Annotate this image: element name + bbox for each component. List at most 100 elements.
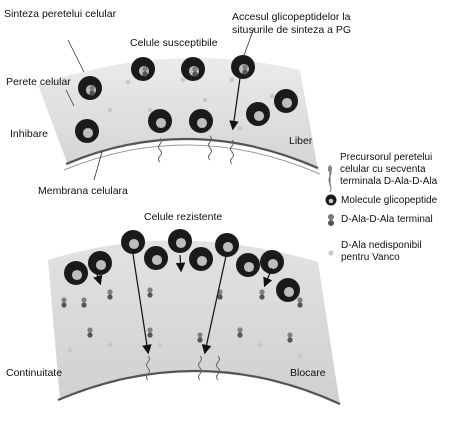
dala-dot <box>107 289 113 295</box>
legend-molecule-icon <box>325 194 337 206</box>
cell-wall-top <box>38 58 318 170</box>
precursor-chain <box>230 139 234 165</box>
molecule-core <box>71 269 83 281</box>
marks-layer <box>61 55 303 381</box>
dala-dot <box>259 294 265 300</box>
molecule-core <box>222 241 234 253</box>
arrow <box>93 267 103 286</box>
dala-dot <box>81 302 87 308</box>
dala-unavailable-dot <box>237 125 243 131</box>
arrow <box>175 254 186 273</box>
dala-unavailable-dot <box>157 342 163 348</box>
arrow <box>201 255 227 355</box>
precursor-chain <box>198 355 202 381</box>
dala-dot <box>87 327 93 333</box>
dala-dot <box>142 66 148 72</box>
dala-dot <box>192 66 198 72</box>
dala-unavailable-dot <box>269 93 275 99</box>
label-celule-rezistente: Celule rezistente <box>144 211 223 223</box>
membrane-bottom <box>57 369 341 406</box>
dala-unavailable-dot <box>147 107 153 113</box>
legend-precursor-3: terminala D-Ala-D-Ala <box>340 176 438 187</box>
dala-dot <box>242 64 248 70</box>
dala-unavailable-dot <box>297 353 303 359</box>
precursor-chain <box>146 355 150 381</box>
dala-dot <box>147 287 153 293</box>
dala-dot <box>237 332 243 338</box>
legend-dala-ned-icon <box>328 250 334 256</box>
membrane-top <box>65 137 319 170</box>
dala-dot <box>81 297 87 303</box>
dala-dot <box>259 289 265 295</box>
dala-dot <box>147 332 153 338</box>
dala-dot <box>242 69 248 75</box>
molecule-core <box>95 259 107 271</box>
label-liber: Liber <box>289 135 313 147</box>
dala-unavailable-dot <box>257 342 263 348</box>
legend-molecule: Molecule glicopeptide <box>341 195 438 206</box>
molecule-core <box>151 254 163 266</box>
dala-dot <box>192 71 198 77</box>
label-celule-susceptibile: Celule susceptibile <box>130 37 218 49</box>
molecule-core <box>128 238 140 250</box>
legend-precursor-icon <box>328 166 332 193</box>
molecule-core <box>196 255 208 267</box>
dala-dot <box>89 85 95 91</box>
dala-dot <box>61 297 67 303</box>
label-continuitate: Continuitate <box>6 367 63 379</box>
dala-unavailable-dot <box>125 79 131 85</box>
label-membrana: Membrana celulara <box>38 185 128 197</box>
label-acces-2: situsurile de sinteza a PG <box>232 24 352 36</box>
molecule-core <box>281 97 293 109</box>
precursor-chain <box>208 135 212 161</box>
arrow <box>229 77 241 131</box>
dala-unavailable-dot <box>107 107 113 113</box>
dala-unavailable-dot <box>67 347 73 353</box>
molecule-core <box>243 261 255 273</box>
legend-dala-icon <box>328 214 334 226</box>
dala-dot <box>147 327 153 333</box>
molecule-core <box>267 258 279 270</box>
dala-dot <box>197 337 203 343</box>
molecule-core <box>196 117 208 129</box>
label-inhibare: Inhibare <box>10 128 48 140</box>
dala-dot <box>87 332 93 338</box>
dala-dot <box>297 302 303 308</box>
dala-dot <box>89 90 95 96</box>
label-sinteza: Sinteza peretelui celular <box>4 8 117 20</box>
dala-dot <box>287 337 293 343</box>
membrane-top-inner <box>63 144 321 175</box>
dala-unavailable-dot <box>202 97 208 103</box>
dala-dot <box>287 332 293 338</box>
legend-precursor-2: celular cu secventa <box>340 164 426 175</box>
molecule-core <box>175 237 187 249</box>
dala-dot <box>61 302 67 308</box>
legend-dala-terminal: D-Ala-D-Ala terminal <box>341 214 433 225</box>
dala-unavailable-dot <box>207 345 213 351</box>
precursor-chain <box>158 137 162 163</box>
legend-precursor-1: Precursorul peretelui <box>340 152 433 163</box>
dala-unavailable-dot <box>107 342 113 348</box>
precursor-chain <box>216 355 220 381</box>
molecule-core <box>253 110 265 122</box>
dala-unavailable-dot <box>229 77 235 83</box>
legend-dala-ned-1: D-Ala nedisponibil <box>341 240 422 251</box>
label-acces-1: Accesul glicopeptidelor la <box>232 11 351 23</box>
dala-unavailable-dot <box>180 77 186 83</box>
molecule-core <box>283 286 295 298</box>
arrow <box>263 267 273 288</box>
label-blocare: Blocare <box>290 367 326 379</box>
dala-dot <box>142 71 148 77</box>
dala-dot <box>107 294 113 300</box>
dala-dot <box>217 294 223 300</box>
dala-dot <box>197 332 203 338</box>
dala-dot <box>297 297 303 303</box>
dala-dot <box>237 327 243 333</box>
arrow <box>132 253 152 355</box>
label-perete-celular: Perete celular <box>6 76 71 88</box>
dala-dot <box>147 292 153 298</box>
molecule-core <box>82 127 94 139</box>
molecule-core <box>155 117 167 129</box>
